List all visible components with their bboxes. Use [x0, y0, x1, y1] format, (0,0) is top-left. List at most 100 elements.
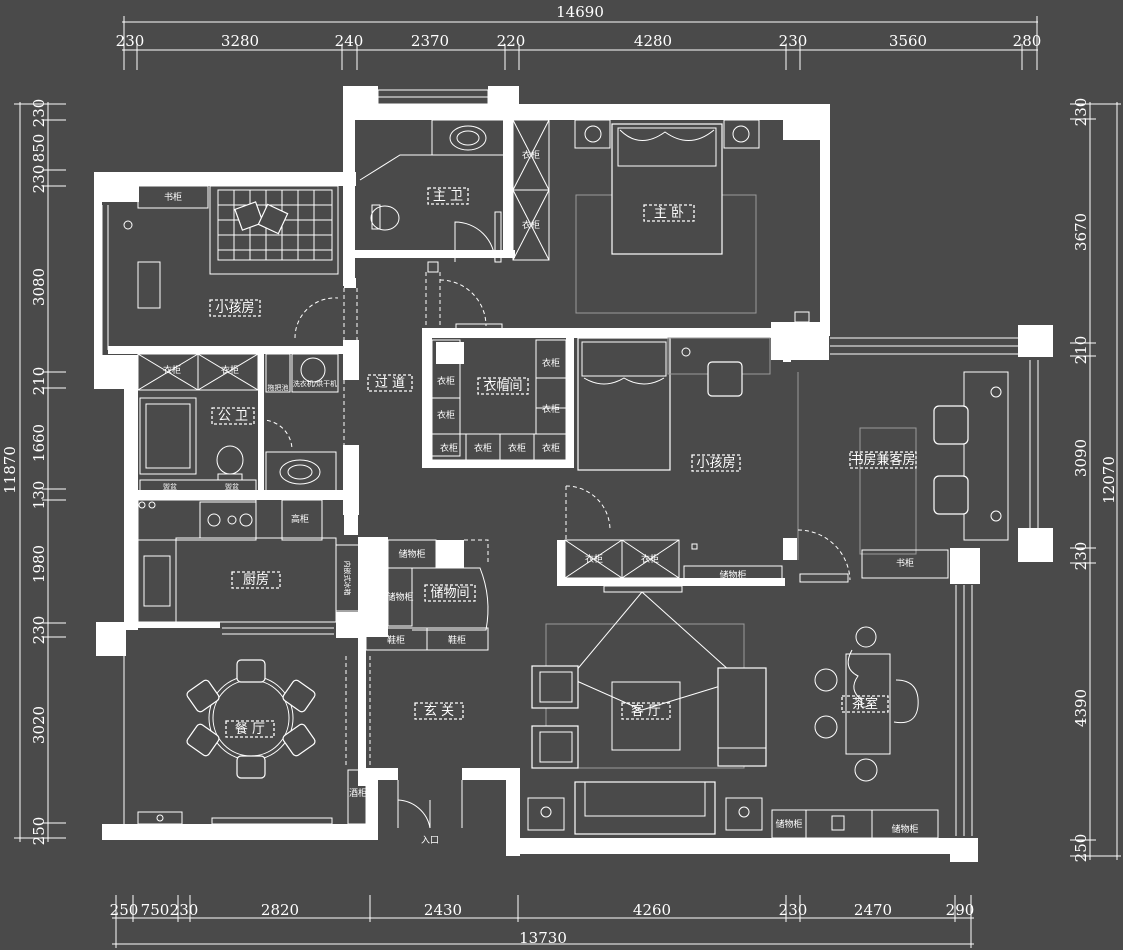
fridge-label: 内嵌式冰箱 [343, 561, 352, 596]
wardrobe-label: 衣柜 [163, 364, 181, 376]
right-total: 12070 [1100, 456, 1118, 504]
left-seg: 3020 [30, 706, 48, 744]
wardrobe-label: 衣柜 [542, 403, 560, 415]
wardrobe-label: 衣柜 [641, 553, 659, 565]
storage-cabinet-label: 储物柜 [398, 548, 425, 560]
basin-label: 盥盆 [163, 482, 177, 491]
washer-label: 洗衣机/烘干机 [293, 379, 337, 388]
bottom-seg: 230 [779, 901, 808, 919]
room-label-master-bed: 主 卧 [654, 206, 684, 221]
bottom-seg: 2470 [854, 901, 892, 919]
left-seg: 130 [30, 481, 48, 510]
kid-room-right: 小孩房 衣柜 衣柜 储物柜 [564, 337, 783, 583]
left-seg: 230 [30, 165, 48, 194]
shoe-cabinet-label: 鞋柜 [448, 634, 466, 646]
study-guest-room: 书房兼客房 书柜 [797, 371, 1009, 583]
left-total: 11870 [1, 446, 19, 494]
left-seg: 230 [30, 616, 48, 645]
left-seg: 250 [30, 817, 48, 846]
room-label-living: 客 厅 [631, 703, 661, 719]
top-seg: 230 [116, 32, 145, 50]
top-seg: 230 [779, 32, 808, 50]
room-label-master-bath: 主 卫 [433, 189, 463, 204]
bottom-seg: 2820 [261, 901, 299, 919]
shoe-cabinet-label: 鞋柜 [387, 634, 405, 646]
corridor: 过 道 [343, 261, 503, 445]
wardrobe-label: 衣柜 [522, 149, 540, 161]
bottom-seg: 4260 [633, 901, 671, 919]
storage-cabinet-label: 储物柜 [891, 823, 918, 835]
top-seg: 240 [335, 32, 364, 50]
wardrobe-label: 衣柜 [585, 553, 603, 565]
left-seg: 230 [30, 99, 48, 128]
wardrobe-label: 衣柜 [508, 442, 526, 454]
right-seg: 3670 [1072, 213, 1090, 251]
wardrobe-label: 衣柜 [522, 219, 540, 231]
dining-room: 餐 厅 [137, 659, 333, 825]
basin-label: 盥盆 [225, 482, 239, 491]
left-dimension-chain: 11870 230 850 230 3080 210 1660 130 1980… [1, 99, 66, 846]
left-seg: 1980 [30, 545, 48, 583]
bottom-total: 13730 [519, 929, 567, 947]
room-label-storage: 储物间 [430, 586, 469, 601]
room-label-study: 书房兼客房 [850, 452, 915, 468]
room-label-corridor: 过 道 [375, 376, 405, 391]
top-seg: 280 [1013, 32, 1042, 50]
top-seg: 3560 [889, 32, 927, 50]
room-label-foyer: 玄 关 [424, 704, 454, 719]
public-bath: 拖把池 洗衣机/烘干机 公 卫 盥盆 盥盆 [139, 353, 339, 493]
bottom-seg: 290 [946, 901, 975, 919]
left-seg: 210 [30, 367, 48, 396]
master-bedroom: 衣柜 衣柜 主 卧 [512, 119, 810, 323]
right-seg: 230 [1072, 98, 1090, 127]
top-seg: 220 [497, 32, 526, 50]
room-label-dining: 餐 厅 [235, 721, 265, 737]
tea-room: 茶室 储物柜 储物柜 [771, 626, 939, 839]
left-seg: 3080 [30, 268, 48, 306]
master-bath: 主 卫 [359, 119, 505, 263]
top-seg: 4280 [634, 32, 672, 50]
wardrobe-label: 衣柜 [542, 442, 560, 454]
storage-cabinet-label: 储物柜 [719, 569, 746, 581]
top-dimension-chain: 14690 230 3280 240 2370 220 4280 230 356… [116, 3, 1042, 70]
wardrobe-label: 衣柜 [542, 357, 560, 369]
living-room: 客 厅 [527, 585, 767, 835]
walls [94, 86, 1053, 862]
mop-pool-label: 拖把池 [268, 383, 289, 392]
storage-cabinet-label: 储物柜 [386, 591, 413, 603]
room-label-public-bath: 公 卫 [218, 409, 248, 424]
storage-cabinet-label: 储物柜 [775, 818, 802, 830]
right-seg: 250 [1072, 834, 1090, 863]
bottom-seg: 2430 [424, 901, 462, 919]
cloakroom: 衣柜 衣柜 衣柜 衣柜 衣柜 衣柜 衣柜 衣柜 衣帽间 [431, 339, 567, 461]
bottom-dimension-chain: 250 750 230 2820 2430 4260 230 2470 290 … [110, 895, 975, 948]
entrance-label: 入口 [421, 835, 439, 846]
bottom-seg: 250 [110, 901, 139, 919]
bookcase-label: 书柜 [896, 557, 914, 569]
room-label-kid-room-1: 小孩房 [215, 300, 254, 316]
right-seg: 4390 [1072, 689, 1090, 727]
top-seg: 3280 [221, 32, 259, 50]
storage-room: 储物柜 储物柜 储物间 鞋柜 鞋柜 [365, 539, 489, 651]
top-total: 14690 [556, 3, 604, 21]
wardrobe-label: 衣柜 [437, 409, 455, 421]
wardrobe-label: 衣柜 [437, 375, 455, 387]
wardrobe-label: 衣柜 [474, 442, 492, 454]
room-label-cloakroom: 衣帽间 [483, 378, 522, 394]
left-seg: 1660 [30, 424, 48, 462]
right-dimension-chain: 12070 230 3670 210 3090 230 4390 250 [1070, 98, 1121, 863]
wardrobe-label: 衣柜 [221, 364, 239, 376]
high-cabinet-label: 高柜 [291, 513, 309, 525]
foyer: 玄 关 酒柜 入口 [345, 656, 464, 846]
left-seg: 850 [30, 134, 48, 163]
bottom-seg: 750 [141, 901, 170, 919]
top-seg: 2370 [411, 32, 449, 50]
kitchen: 高柜 厨房 内嵌式冰箱 [137, 499, 379, 635]
bottom-seg: 230 [170, 901, 199, 919]
kid-room-left: 书柜 小孩房 衣柜 衣柜 [123, 185, 339, 391]
right-seg: 3090 [1072, 439, 1090, 477]
wine-cabinet-label: 酒柜 [349, 787, 367, 799]
right-seg: 230 [1072, 542, 1090, 571]
wardrobe-label: 衣柜 [440, 442, 458, 454]
